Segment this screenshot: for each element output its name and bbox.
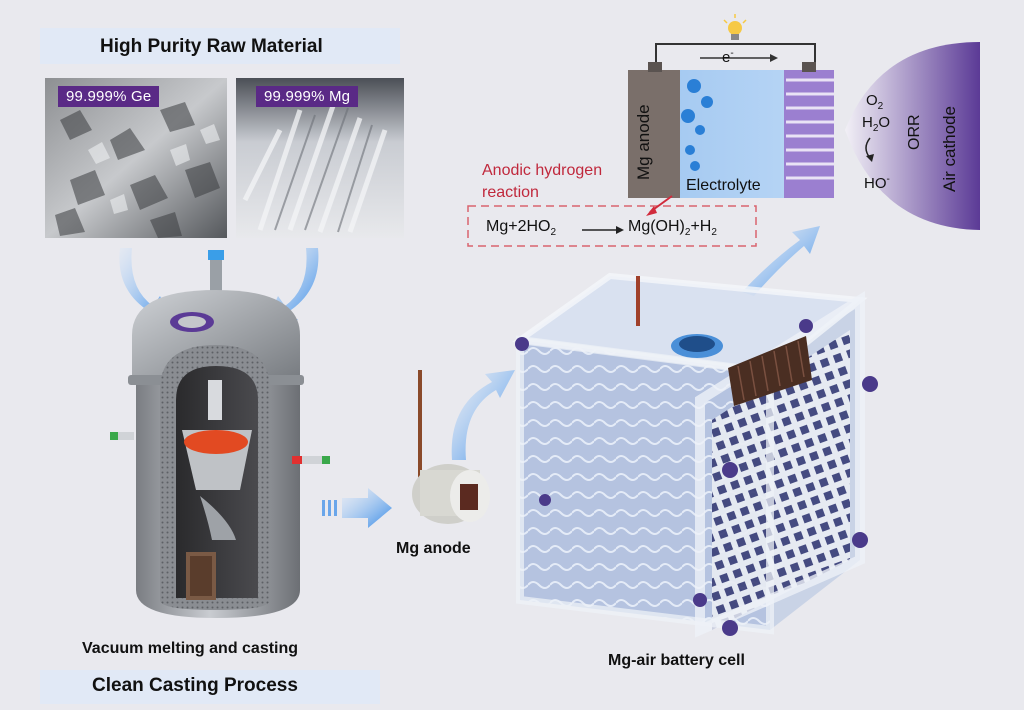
arrow-battery-to-schematic (742, 226, 820, 296)
arrow-anode-to-battery (451, 370, 515, 460)
arrow-furnace-to-anode (322, 488, 392, 528)
electron-label: e- (722, 48, 734, 66)
vacuum-furnace (110, 250, 330, 618)
reaction-products: Mg(OH)2+H2 (628, 218, 717, 239)
lightbulb-icon (728, 21, 742, 35)
battery-cube (512, 272, 878, 638)
mg-anode-cylinder (412, 370, 490, 524)
orr-label: ORR (906, 114, 923, 150)
process-band (40, 670, 380, 704)
ge-purity-tag: 99.999% Ge (58, 86, 160, 107)
reaction-reactants: Mg+2HO2 (486, 218, 557, 239)
battery-schematic (467, 14, 980, 247)
process-title: Clean Casting Process (92, 675, 298, 696)
schematic-anode-label: Mg anode (634, 104, 653, 180)
o2-label: O2 (866, 92, 884, 112)
anodic-hydrogen-label: Anodic hydrogen reaction (482, 162, 603, 201)
air-cathode-label: Air cathode (940, 106, 959, 192)
battery-caption: Mg-air battery cell (608, 652, 745, 669)
header-band (40, 28, 400, 64)
hydroxide-label: HO- (864, 174, 890, 192)
raw-material-title: High Purity Raw Material (100, 36, 323, 57)
mg-purity-tag: 99.999% Mg (256, 86, 359, 107)
electrolyte-label: Electrolyte (686, 177, 761, 194)
h2o-label: H2O (862, 114, 891, 134)
casting-caption: Vacuum melting and casting (82, 640, 299, 657)
mg-anode-caption: Mg anode (396, 540, 471, 557)
